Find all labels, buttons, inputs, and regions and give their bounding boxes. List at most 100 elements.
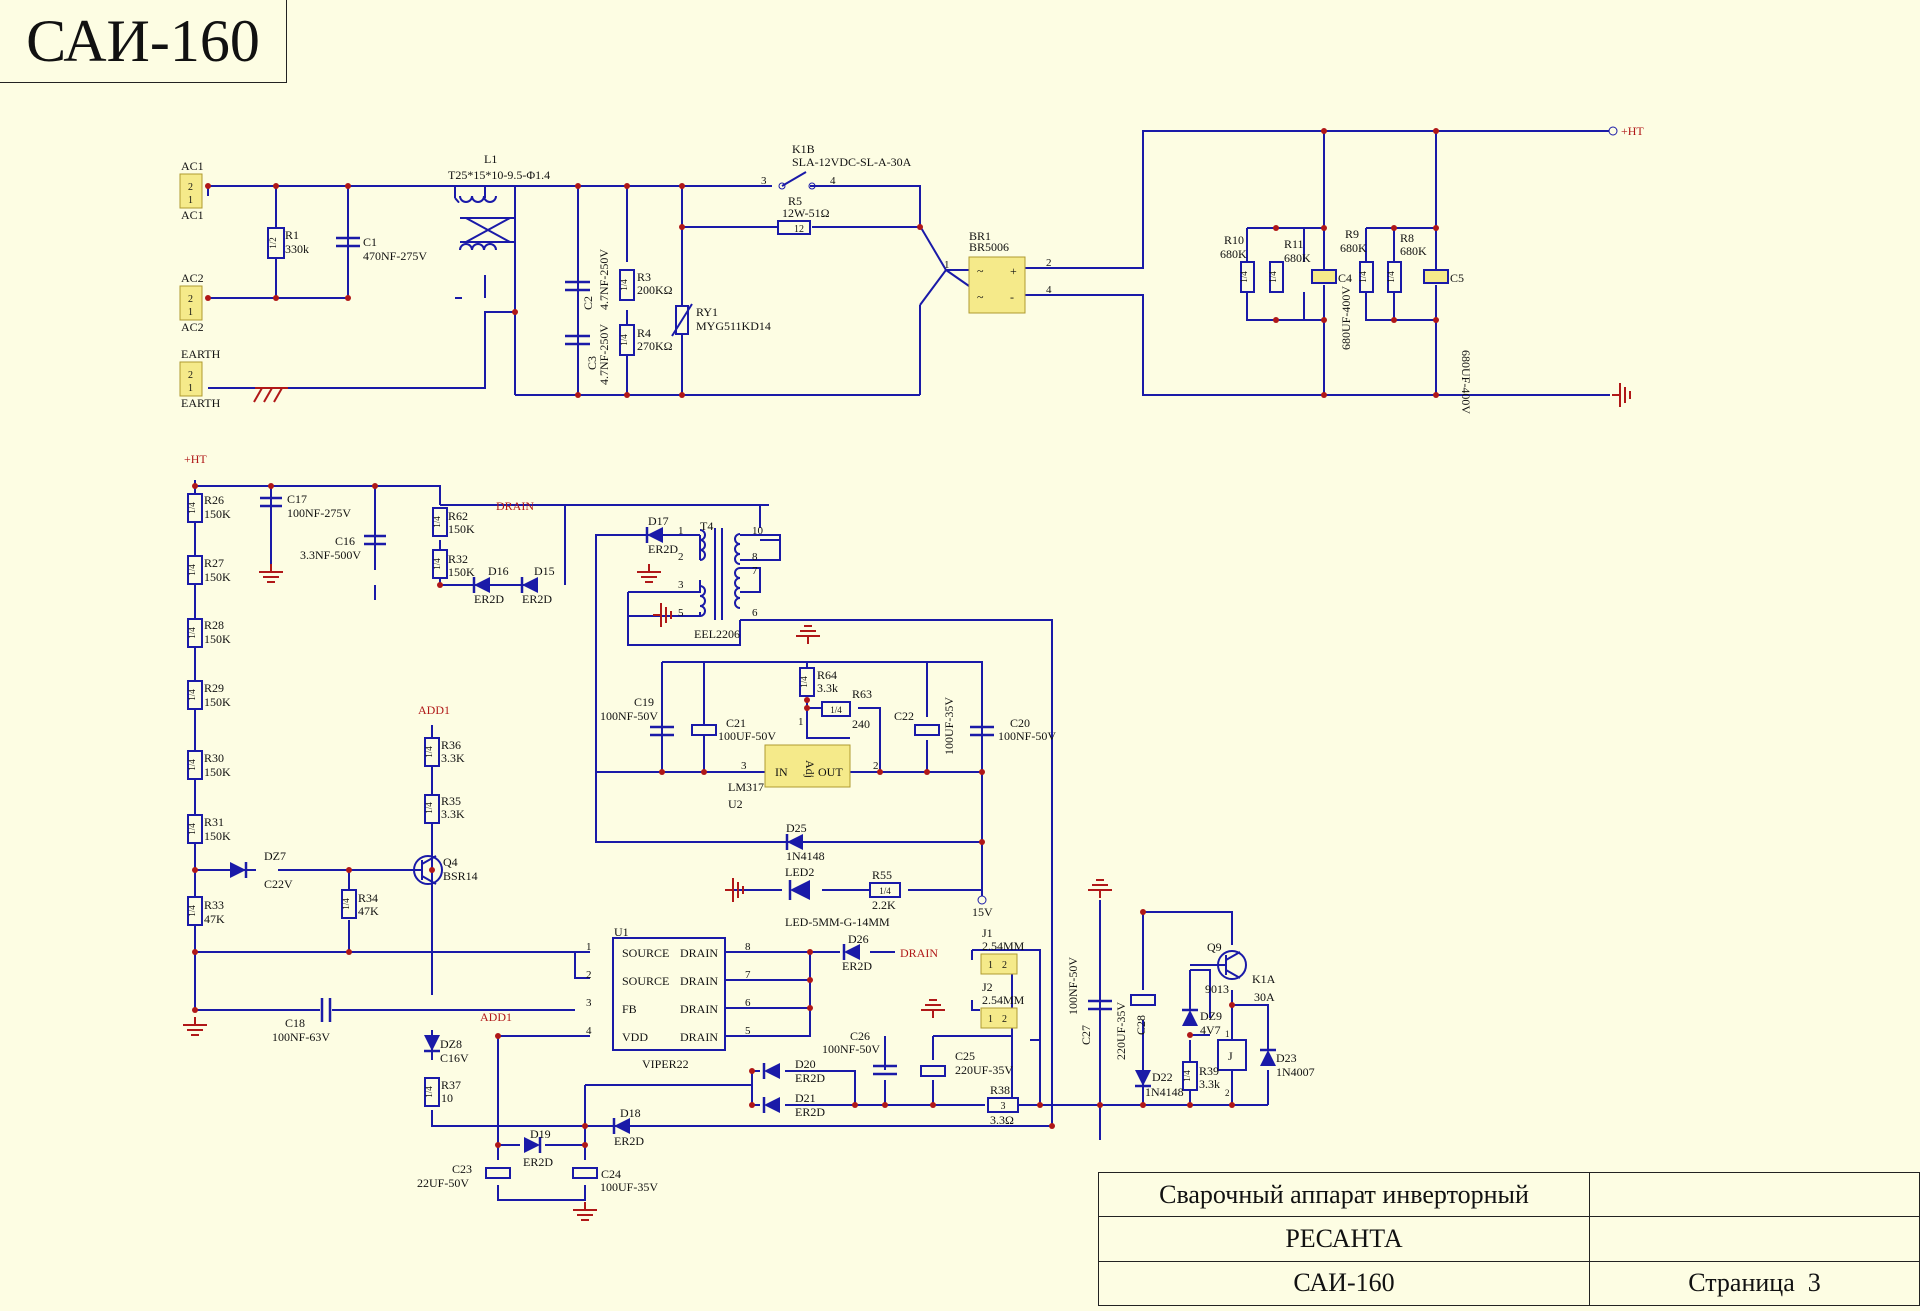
label-c5-ref: C5	[1450, 271, 1464, 285]
capacitor-c22	[914, 724, 940, 736]
label-dz7-ref: DZ7	[264, 849, 286, 863]
diode-d17	[645, 527, 663, 543]
junction-dot	[205, 295, 211, 301]
junction-dot	[679, 392, 685, 398]
label-j2-ref: J2	[982, 980, 993, 994]
label-q9-ref: Q9	[1207, 940, 1222, 954]
label-c19-ref: C19	[634, 695, 654, 709]
capacitor-c21	[691, 724, 717, 736]
label-r64-body: 1/4	[799, 676, 809, 688]
label-ht-label: +HT	[1621, 124, 1644, 138]
label-t4-p10: 10	[752, 525, 764, 537]
junction-dot	[979, 839, 985, 845]
diode-dz8	[424, 1035, 440, 1053]
capacitor-c2	[565, 280, 590, 292]
label-d25-value: 1N4148	[786, 849, 825, 863]
junction-dot	[924, 769, 930, 775]
diode-led2	[788, 880, 810, 900]
label-r26-body: 1/4	[187, 502, 197, 514]
label-r5-body: 12	[794, 224, 804, 235]
v15-terminal	[977, 895, 987, 905]
junction-dot	[1140, 909, 1146, 915]
junction-dot	[192, 1007, 198, 1013]
resistor-r63	[821, 701, 851, 717]
transistor-q4	[400, 855, 443, 885]
junction-dot	[1391, 225, 1397, 231]
label-r10-ref: R10	[1224, 233, 1244, 247]
junction-dot	[582, 1142, 588, 1148]
regulator-u2	[764, 744, 851, 788]
label-d21-value: ER2D	[795, 1105, 825, 1119]
label-c2-value: 4.7NF-250V	[597, 249, 611, 310]
label-r8-ref: R8	[1400, 231, 1414, 245]
label-led2-value: LED-5MM-G-14MM	[785, 915, 890, 929]
label-r29-value: 150K	[204, 695, 231, 709]
label-c21-ref: C21	[726, 716, 746, 730]
junction-dot	[437, 582, 443, 588]
label-c27-value: 100NF-50V	[1066, 957, 1080, 1015]
resistor-r5	[777, 220, 811, 235]
bridge-rectifier-br1	[968, 256, 1026, 314]
label-r11-ref: R11	[1284, 237, 1304, 251]
resistor-r26	[187, 493, 203, 523]
label-k1b-pin3: 3	[761, 175, 767, 187]
capacitor-c24	[572, 1167, 598, 1179]
label-r63-body: 1/4	[830, 705, 842, 715]
resistor-r64	[799, 667, 815, 697]
label-r33-value: 47K	[204, 912, 225, 926]
junction-dot	[1187, 1102, 1193, 1108]
junction-dot	[679, 183, 685, 189]
junction-dot	[877, 769, 883, 775]
label-r9-body: 1/4	[1358, 271, 1368, 283]
label-r32-body: 1/4	[432, 558, 442, 570]
label-r37-ref: R37	[441, 1078, 461, 1092]
label-c20-value: 100NF-50V	[998, 729, 1056, 743]
jumper-j1	[980, 953, 1018, 975]
label-ac2-pin_a: 2	[188, 294, 193, 305]
choke-l1	[454, 195, 515, 251]
junction-dot	[807, 1005, 813, 1011]
label-d23-value: 1N4007	[1276, 1065, 1315, 1079]
label-dz8-value: C16V	[440, 1051, 469, 1065]
label-r8-body: 1/4	[1386, 271, 1396, 283]
label-j2-p2: 2	[1002, 1014, 1007, 1025]
label-r27-value: 150K	[204, 570, 231, 584]
label-u2-ref: U2	[728, 797, 743, 811]
label-r3-value: 200KΩ	[637, 283, 673, 297]
ground-icon	[1612, 383, 1631, 407]
label-r5-ref: R5	[788, 194, 802, 208]
label-t4-p6: 6	[752, 607, 758, 619]
label-r26-ref: R26	[204, 493, 224, 507]
ground-icon	[653, 603, 672, 627]
label-r62-ref: R62	[448, 509, 468, 523]
diode-d26	[842, 944, 860, 960]
label-l1-value: T25*15*10-9.5-Φ1.4	[448, 168, 550, 182]
label-u1-ref: U1	[614, 925, 629, 939]
label-t4-p2: 2	[678, 551, 684, 563]
label-c28-value: 220UF-35V	[1114, 1002, 1128, 1060]
label-q9-value: 9013	[1205, 982, 1229, 996]
junction-dot	[268, 483, 274, 489]
junction-dot	[1229, 1102, 1235, 1108]
label-u1-drain: DRAIN	[680, 1030, 718, 1044]
label-t4-p3: 3	[678, 579, 684, 591]
junction-dot	[495, 1142, 501, 1148]
label-t4-p1: 1	[678, 525, 684, 537]
label-c18-value: 100NF-63V	[272, 1030, 330, 1044]
resistor-r31	[187, 814, 203, 844]
label-k1a-p1: 1	[1225, 1029, 1230, 1039]
label-r39-value: 3.3k	[1199, 1077, 1220, 1091]
label-r36-body: 1/4	[424, 746, 434, 758]
diode-d16	[472, 577, 490, 593]
diode-d15	[520, 577, 538, 593]
resistor-r55	[869, 882, 901, 898]
title-block-line3: САИ-160	[1098, 1260, 1590, 1307]
label-c22-ref: C22	[894, 709, 914, 723]
label-d19-value: ER2D	[523, 1155, 553, 1169]
label-ac2-pin_b: 1	[188, 307, 193, 318]
resistor-r34	[341, 889, 357, 919]
junction-dot	[346, 867, 352, 873]
label-r34-body: 1/4	[341, 898, 351, 910]
